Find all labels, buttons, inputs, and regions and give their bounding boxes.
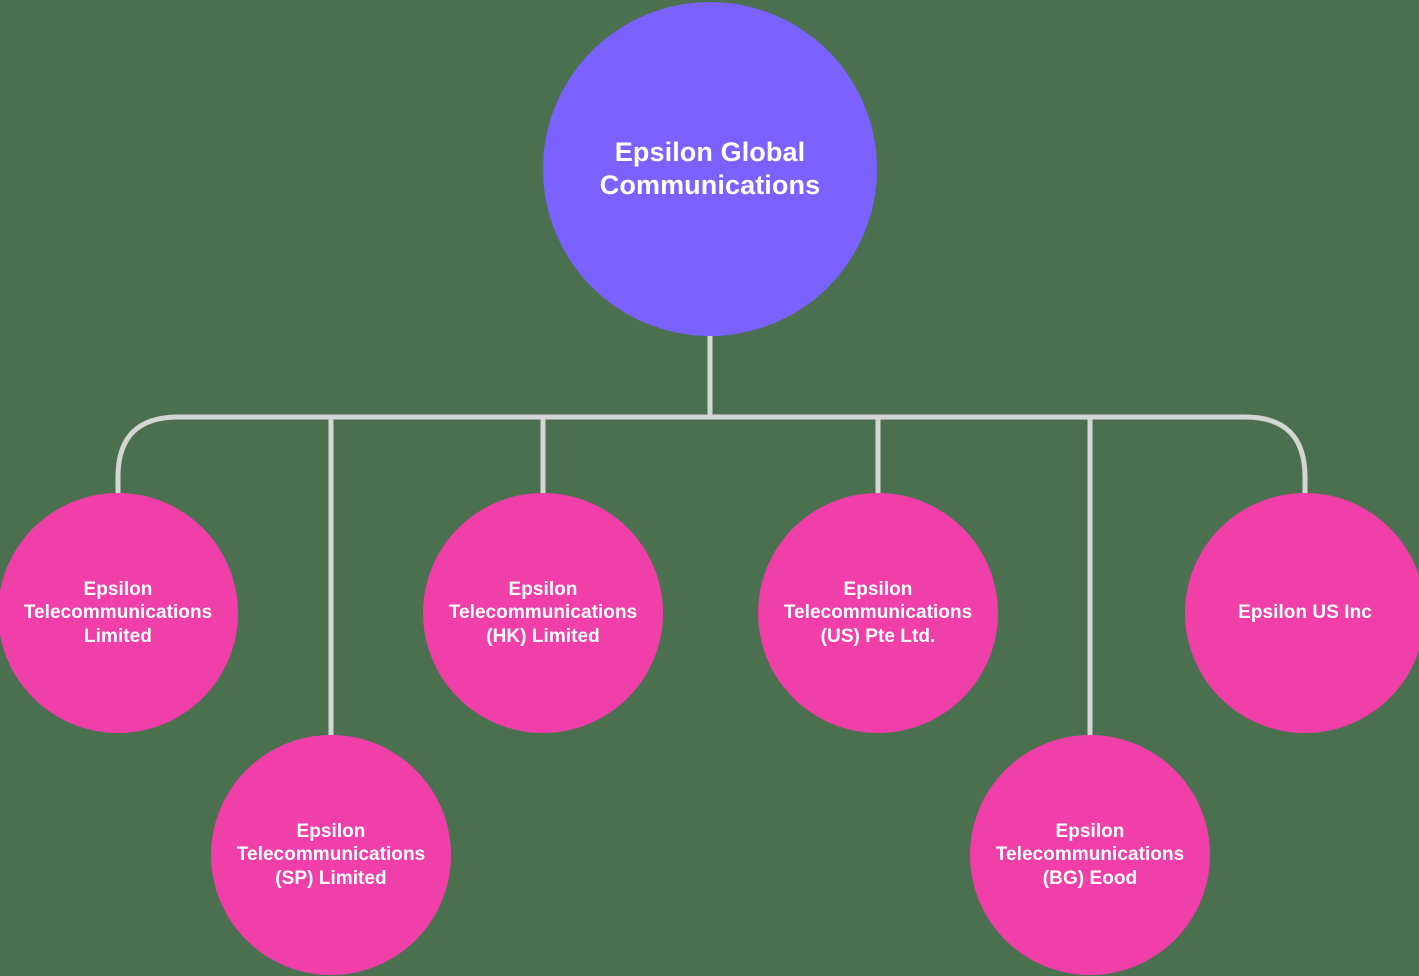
connector-bus-right-curve xyxy=(710,414,1308,494)
node-epsilon-global-communications[interactable]: Epsilon Global Communications xyxy=(543,2,877,336)
node-epsilon-telecommunications-us-pte-ltd[interactable]: Epsilon Telecommunications (US) Pte Ltd. xyxy=(758,493,998,733)
node-epsilon-telecommunications-sp-limited[interactable]: Epsilon Telecommunications (SP) Limited xyxy=(211,735,451,975)
node-label-epsilon-telecommunications-limited: Epsilon Telecommunications Limited xyxy=(23,579,213,647)
node-label-epsilon-telecommunications-bg-eood: Epsilon Telecommunications (BG) Eood xyxy=(995,821,1185,889)
node-label-epsilon-telecommunications-sp-limited: Epsilon Telecommunications (SP) Limited xyxy=(236,821,426,889)
node-epsilon-us-inc[interactable]: Epsilon US Inc xyxy=(1185,493,1419,733)
node-label-epsilon-us-inc: Epsilon US Inc xyxy=(1238,602,1372,624)
node-epsilon-telecommunications-bg-eood[interactable]: Epsilon Telecommunications (BG) Eood xyxy=(970,735,1210,975)
connector-bus-left-curve xyxy=(115,414,710,494)
node-epsilon-telecommunications-hk-limited[interactable]: Epsilon Telecommunications (HK) Limited xyxy=(423,493,663,733)
node-label-epsilon-telecommunications-us-pte-ltd: Epsilon Telecommunications (US) Pte Ltd. xyxy=(783,579,973,647)
node-epsilon-telecommunications-limited[interactable]: Epsilon Telecommunications Limited xyxy=(0,493,238,733)
node-label-epsilon-telecommunications-hk-limited: Epsilon Telecommunications (HK) Limited xyxy=(448,579,638,647)
node-label-root: Epsilon Global Communications xyxy=(599,137,821,200)
